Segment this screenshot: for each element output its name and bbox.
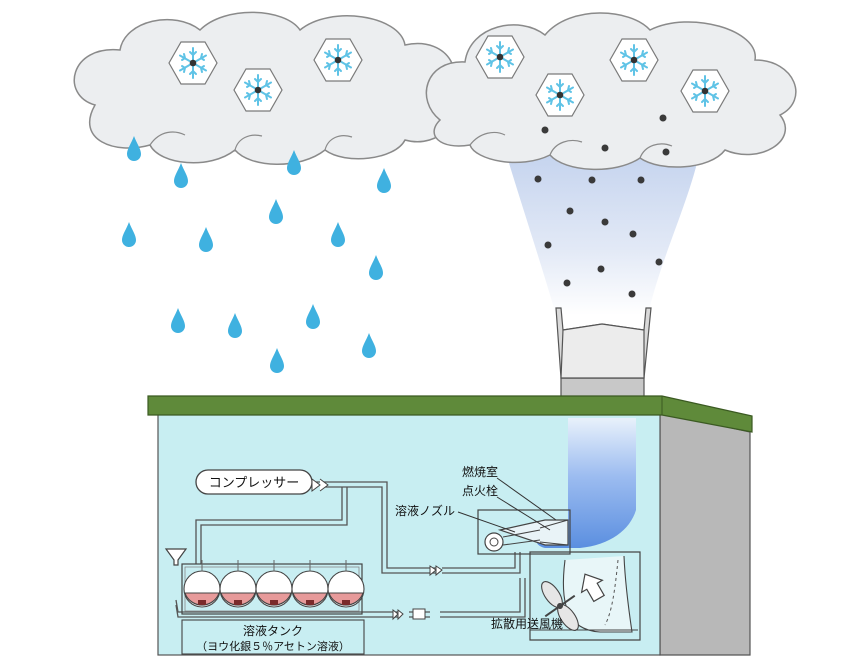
solution-tank-sublabel: （ヨウ化銀５％アセトン溶液） (196, 639, 350, 653)
raindrop-icon (199, 227, 213, 252)
chimney (555, 307, 652, 399)
compressor-label: コンプレッサー (209, 476, 300, 491)
solution-tank-label: 溶液タンク (243, 623, 303, 638)
raindrop-icon (362, 333, 376, 358)
raindrop-icon (377, 168, 391, 193)
silver-iodide-particles (534, 114, 670, 298)
smoke-plume (505, 150, 700, 315)
raindrop-icon (228, 313, 242, 338)
valve-icon (429, 565, 443, 577)
raindrop-icon (174, 163, 188, 188)
valve-icon (412, 608, 426, 620)
raindrop-icon (306, 304, 320, 329)
raindrop-icon (369, 255, 383, 280)
leader-lines (457, 477, 557, 533)
combustion-chamber-label: 燃焼室 (462, 464, 498, 479)
raindrop-icon (269, 199, 283, 224)
raindrop-icon (331, 222, 345, 247)
solution-tank (181, 560, 365, 615)
raindrop-icon (270, 348, 284, 373)
valve-icon (392, 608, 404, 621)
pipes (175, 481, 526, 618)
combustion-unit (477, 509, 571, 555)
igniter-label: 点火栓 (462, 483, 498, 498)
raindrop-icon (122, 222, 136, 247)
valves (392, 565, 443, 621)
arrow-icon (580, 573, 606, 603)
blue-duct (536, 418, 636, 548)
funnel (164, 548, 188, 566)
right-cloud (425, 12, 797, 171)
rain (122, 136, 391, 373)
fan-icon (541, 581, 579, 631)
tank-label-box: 溶液タンク （ヨウ化銀５％アセトン溶液） (181, 619, 365, 655)
compressor: コンプレッサー (195, 469, 329, 495)
raindrop-icon (171, 308, 185, 333)
solution-nozzle-label: 溶液ノズル (395, 503, 455, 518)
diffusion-fan-label: 拡散用送風機 (491, 616, 563, 631)
